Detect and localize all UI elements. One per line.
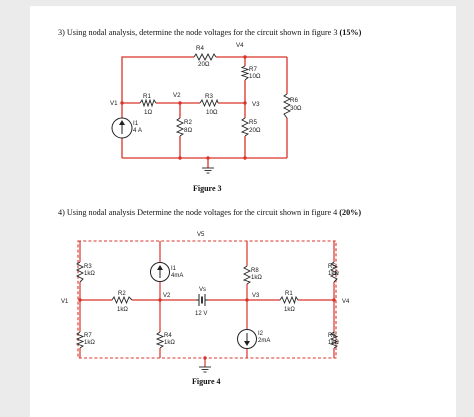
resistor-r1 xyxy=(139,98,157,108)
question-4-marks: (20%) xyxy=(339,208,362,217)
resistor-r5 xyxy=(240,117,250,137)
label-vs-value: 12 V xyxy=(195,311,207,317)
label-r8-value: 1kΩ xyxy=(251,275,262,281)
current-source-i1 xyxy=(111,117,133,139)
label-r1: R1 xyxy=(285,291,293,297)
label-r5-value: 20Ω xyxy=(249,127,261,134)
label-r4: R4 xyxy=(164,333,172,339)
viewer-top-margin xyxy=(0,0,474,6)
node-dot xyxy=(243,156,247,160)
label-r6: R6 xyxy=(328,333,336,339)
label-r3: R3 xyxy=(205,93,213,100)
label-r6-value: 30Ω xyxy=(290,105,302,112)
figure-4-wires xyxy=(77,240,337,367)
viewer-right-margin xyxy=(456,0,474,417)
label-r7-value: 1kΩ xyxy=(84,340,95,346)
label-r3: R3 xyxy=(84,264,92,270)
label-r5-value: 1kΩ xyxy=(328,271,339,277)
label-v2: V2 xyxy=(173,92,181,99)
question-4-prompt: 4) Using nodal analysis Determine the no… xyxy=(58,208,340,217)
label-v5: V5 xyxy=(197,232,205,238)
label-r8: R8 xyxy=(251,268,259,274)
label-i1: I1 xyxy=(171,266,177,272)
label-r2-value: 1kΩ xyxy=(117,307,128,313)
node-dot xyxy=(78,298,82,302)
resistor-r4 xyxy=(155,331,165,349)
ground-symbol xyxy=(199,366,211,373)
label-r2: R2 xyxy=(118,291,126,297)
label-i2: I2 xyxy=(258,331,264,337)
node-dot xyxy=(178,101,182,105)
label-r1: R1 xyxy=(143,93,151,100)
label-r3-value: 10Ω xyxy=(206,109,218,116)
resistor-r6 xyxy=(282,93,292,119)
node-dot xyxy=(206,156,210,160)
node-dot xyxy=(158,298,162,302)
resistor-r1 xyxy=(279,295,299,305)
current-source-i2 xyxy=(237,329,257,349)
label-r6-value: 1kΩ xyxy=(328,340,339,346)
resistor-r7 xyxy=(75,331,85,349)
node-dot xyxy=(203,356,207,360)
label-r7: R7 xyxy=(84,333,92,339)
node-dot xyxy=(243,101,247,105)
node-dot xyxy=(245,298,249,302)
voltage-source-vs xyxy=(196,294,208,306)
label-v4: V4 xyxy=(236,42,244,49)
question-3-text: 3) Using nodal analysis, determine the n… xyxy=(58,28,361,37)
label-v3: V3 xyxy=(252,293,260,299)
figure-3-wires xyxy=(121,56,288,168)
question-3-prompt: 3) Using nodal analysis, determine the n… xyxy=(58,28,340,37)
label-r5: R5 xyxy=(249,119,257,126)
label-r1-value: 1Ω xyxy=(144,109,152,116)
label-v1: V1 xyxy=(61,299,69,305)
resistor-r4 xyxy=(193,52,217,62)
resistor-r2 xyxy=(175,117,185,137)
label-r4-value: 1kΩ xyxy=(164,340,175,346)
label-i1-value: 4mA xyxy=(171,273,183,279)
label-r2-value: 8Ω xyxy=(184,127,192,134)
node-dot xyxy=(243,55,247,59)
label-r7-value: 10Ω xyxy=(249,73,261,80)
ground-symbol xyxy=(202,167,214,174)
label-v1: V1 xyxy=(110,100,118,107)
label-r1-value: 1kΩ xyxy=(284,307,295,313)
viewer-left-margin xyxy=(0,0,30,417)
label-r6: R6 xyxy=(290,97,298,104)
label-r2: R2 xyxy=(184,119,192,126)
label-r5: R5 xyxy=(328,264,336,270)
resistor-r5 xyxy=(329,261,339,283)
label-vs: Vs xyxy=(199,287,206,293)
label-v4: V4 xyxy=(342,299,350,305)
figure-4-caption: Figure 4 xyxy=(192,377,221,386)
question-4-text: 4) Using nodal analysis Determine the no… xyxy=(58,208,361,217)
label-i1: I1 xyxy=(133,120,139,127)
document-page xyxy=(30,6,456,417)
resistor-r8 xyxy=(242,265,252,285)
resistor-r7 xyxy=(240,65,250,81)
label-r3-value: 1kΩ xyxy=(84,271,95,277)
node-dot xyxy=(178,156,182,160)
resistor-r3 xyxy=(75,261,85,283)
label-v2: V2 xyxy=(163,293,171,299)
resistor-r2 xyxy=(111,295,133,305)
label-r4-value: 20Ω xyxy=(198,61,210,68)
resistor-r6 xyxy=(329,331,339,349)
current-source-i1 xyxy=(150,262,170,282)
question-3-marks: (15%) xyxy=(339,28,362,37)
label-v3: V3 xyxy=(252,101,260,108)
node-dot xyxy=(332,298,336,302)
label-r4: R4 xyxy=(196,45,204,52)
label-i2-value: 2mA xyxy=(258,338,270,344)
label-i1-value: 4 A xyxy=(133,127,143,134)
figure-3-caption: Figure 3 xyxy=(193,184,222,193)
resistor-r3 xyxy=(199,98,219,108)
label-r7: R7 xyxy=(249,66,257,73)
node-dot xyxy=(120,101,124,105)
